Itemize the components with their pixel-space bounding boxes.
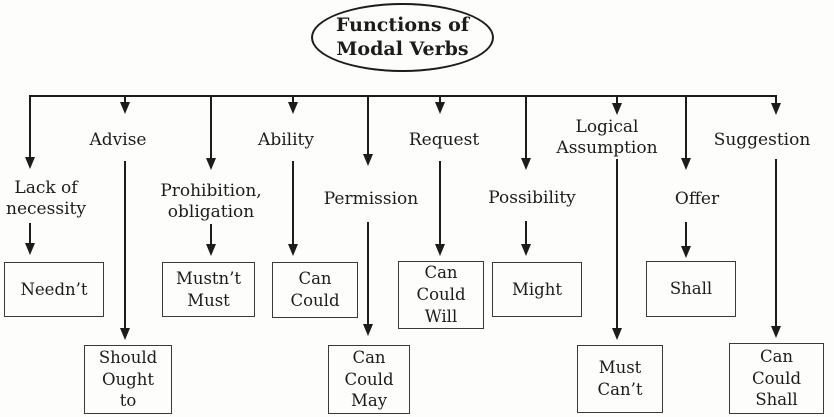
function-label-prohibition-obligation: Prohibition, obligation xyxy=(160,181,262,223)
connector-line xyxy=(29,95,31,157)
function-label-ability: Ability xyxy=(258,130,314,150)
verbs-box-must-cant: Must Can’t xyxy=(577,345,663,413)
arrowhead-icon xyxy=(363,324,373,336)
connector-line xyxy=(124,95,126,102)
arrowhead-icon xyxy=(521,158,531,170)
arrowhead-icon xyxy=(206,158,216,170)
arrowhead-icon xyxy=(612,103,622,115)
function-label-offer: Offer xyxy=(674,189,720,209)
arrowhead-icon xyxy=(288,102,298,114)
verbs-box-might: Might xyxy=(492,262,582,317)
connector-line xyxy=(775,95,777,103)
verbs-box-neednt: Needn’t xyxy=(4,262,104,317)
verbs-box-can-could-shall: Can Could Shall xyxy=(729,343,824,414)
connector-line xyxy=(775,159,777,326)
connector-line xyxy=(210,95,212,158)
arrowhead-icon xyxy=(435,102,445,114)
verbs-box-mustnt-must: Mustn’t Must xyxy=(162,262,255,317)
arrowhead-icon xyxy=(25,157,35,169)
connector-line xyxy=(525,221,527,244)
connector-line xyxy=(367,95,369,154)
connector-line xyxy=(292,161,294,244)
arrowhead-icon xyxy=(120,102,130,114)
verbs-box-can-could: Can Could xyxy=(272,262,358,318)
connector-line xyxy=(616,159,618,328)
arrowhead-icon xyxy=(120,328,130,340)
connector-line xyxy=(439,161,441,244)
verbs-box-can-could-may: Can Could May xyxy=(328,345,410,414)
connector-line xyxy=(439,95,441,102)
connector-line xyxy=(367,222,369,324)
arrowhead-icon xyxy=(25,243,35,255)
verbs-box-shall: Shall xyxy=(646,261,736,317)
function-label-permission: Permission xyxy=(323,189,419,209)
connector-line xyxy=(616,95,618,103)
connector-line xyxy=(29,223,31,243)
verbs-box-can-could-will: Can Could Will xyxy=(398,261,484,329)
connector-line xyxy=(124,161,126,328)
verbs-box-should-ought-to: Should Ought to xyxy=(84,345,172,414)
connector-line xyxy=(292,95,294,102)
connector-line xyxy=(685,222,687,246)
title-ellipse: Functions of Modal Verbs xyxy=(311,3,494,72)
tree-horizontal-line xyxy=(29,95,777,97)
arrowhead-icon xyxy=(771,326,781,338)
function-label-suggestion: Suggestion xyxy=(713,130,811,150)
connector-line xyxy=(685,95,687,158)
connector-line xyxy=(525,95,527,158)
arrowhead-icon xyxy=(288,244,298,256)
arrowhead-icon xyxy=(363,154,373,166)
function-label-advise: Advise xyxy=(89,130,147,150)
function-label-request: Request xyxy=(408,130,480,150)
arrowhead-icon xyxy=(521,244,531,256)
connector-line xyxy=(210,224,212,244)
arrowhead-icon xyxy=(612,328,622,340)
function-label-possibility: Possibility xyxy=(488,188,576,208)
diagram-title: Functions of Modal Verbs xyxy=(336,13,469,60)
function-label-lack-of-necessity: Lack of necessity xyxy=(6,178,86,220)
arrowhead-icon xyxy=(435,244,445,256)
arrowhead-icon xyxy=(206,244,216,256)
arrowhead-icon xyxy=(771,103,781,115)
arrowhead-icon xyxy=(681,158,691,170)
arrowhead-icon xyxy=(681,246,691,258)
function-label-logical-assumption: Logical Assumption xyxy=(556,117,658,159)
